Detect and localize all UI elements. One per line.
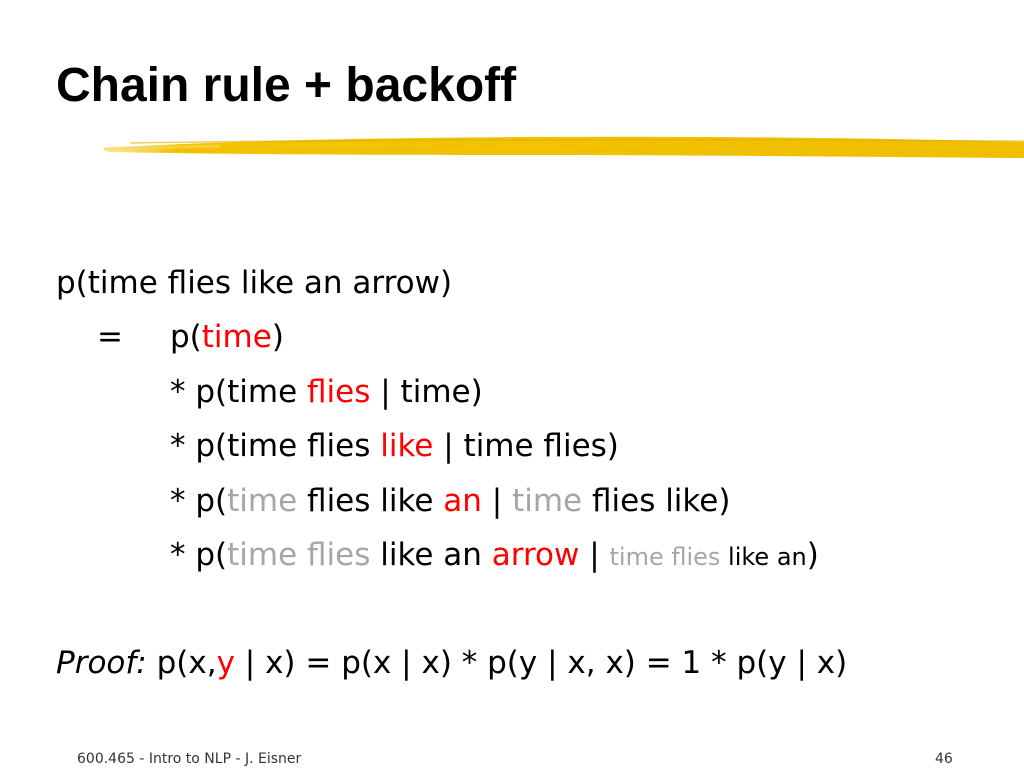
footer-page-number: 46 (935, 751, 953, 767)
term5-backoff-words-1: time flies (227, 537, 371, 573)
term3-post: | time flies) (433, 428, 619, 464)
term4-target-word: an (443, 483, 482, 519)
term4-pre: * p( (170, 483, 228, 519)
term5-backoff-words-2: time flies (609, 543, 721, 571)
term5-mid-1: like an (370, 537, 492, 573)
term4-backoff-word-1: time (227, 483, 298, 519)
term4-post: flies like) (582, 483, 731, 519)
term4-mid-1: flies like (297, 483, 444, 519)
term5-mid-2: | (579, 537, 610, 573)
term1-pre: p( (170, 319, 202, 355)
title-underline-brushstroke (102, 136, 1024, 158)
proof-post: | x) = p(x | x) * p(y | x, x) = 1 * p(y … (234, 645, 848, 681)
term5-target-word: arrow (491, 537, 580, 573)
term5-small-context: like an (720, 543, 807, 571)
term4-backoff-word-2: time (512, 483, 583, 519)
term1-target-word: time (201, 319, 272, 355)
chain-term-3: * p(time flies like | time flies) (170, 431, 619, 462)
proof-pre: p(x, (146, 645, 217, 681)
term2-target-word: flies (307, 374, 371, 410)
slide-title: Chain rule + backoff (56, 59, 517, 112)
term2-pre: * p(time (170, 374, 308, 410)
proof-line: Proof: p(x,y | x) = p(x | x) * p(y | x, … (56, 648, 847, 679)
chain-term-5: * p(time flies like an arrow | time flie… (170, 540, 819, 571)
term1-post: ) (271, 319, 284, 355)
footer-course-info: 600.465 - Intro to NLP - J. Eisner (77, 751, 302, 767)
term3-target-word: like (380, 428, 434, 464)
proof-label: Proof: (56, 645, 147, 681)
equals-sign: = (97, 319, 123, 355)
proof-target-variable: y (216, 645, 235, 681)
equation-lhs: p(time flies like an arrow) (56, 268, 452, 299)
equation-lhs-text: p(time flies like an arrow) (56, 265, 453, 301)
chain-term-4: * p(time flies like an | time flies like… (170, 486, 730, 517)
term3-pre: * p(time flies (170, 428, 381, 464)
chain-term-2: * p(time flies | time) (170, 377, 483, 408)
term4-mid-2: | (481, 483, 513, 519)
term5-post: ) (806, 537, 819, 573)
term5-pre: * p( (170, 537, 228, 573)
term2-post: | time) (370, 374, 483, 410)
